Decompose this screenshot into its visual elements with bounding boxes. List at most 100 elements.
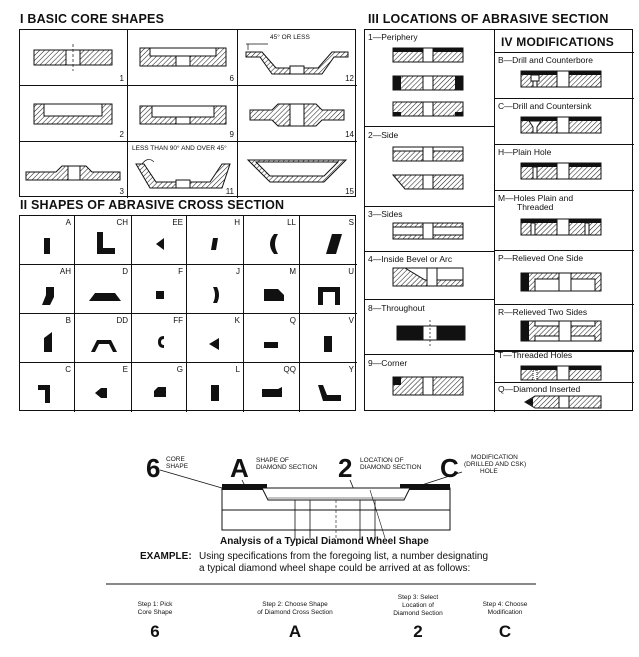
abrasive-shape-cell: D [75, 265, 132, 314]
abrasive-shape-cell: H [187, 216, 244, 265]
abrasive-shape-letter: FF [173, 316, 183, 325]
core-shapes-grid: 1 6 45° OR LESS 12 2 9 [19, 29, 357, 198]
modification-cell [495, 351, 634, 352]
abrasive-shape-letter: F [178, 267, 183, 276]
abrasive-shape-glyph [324, 336, 332, 352]
abrasive-shape-letter: DD [116, 316, 128, 325]
abrasive-shape-cell: B [20, 314, 75, 363]
counterbore-drawing [520, 70, 602, 88]
core-shape-label-1: CORE [166, 456, 185, 463]
abrasive-shape-cell: M [244, 265, 300, 314]
step-2-label: Step 2: Choose Shape of Diamond Cross Se… [257, 601, 333, 616]
abrasive-shape-cell: J [187, 265, 244, 314]
location-cell: 2—Side [365, 127, 495, 207]
section-1-title: I BASIC CORE SHAPES [20, 12, 165, 26]
step-1-label: Step 1: Pick Core Shape [137, 601, 173, 616]
location-code: 2 [338, 453, 353, 483]
abrasive-shape-glyph [44, 332, 52, 352]
abrasive-shape-drawing [270, 234, 278, 254]
core-shape-cell: 45° OR LESS 12 [238, 30, 357, 86]
abrasive-shape-letter: S [348, 218, 354, 227]
abrasive-shape-glyph [318, 287, 340, 305]
abrasive-shape-letter: E [122, 365, 128, 374]
abrasive-shape-glyph [211, 238, 218, 250]
modification-cell: P—Relieved One Side [495, 251, 634, 305]
shape-label-1: SHAPE OF [256, 457, 289, 464]
abrasive-shape-glyph [42, 287, 54, 305]
core-shape-number: 11 [225, 187, 234, 196]
abrasive-shape-cell: QQ [244, 363, 300, 412]
example-label: EXAMPLE: [140, 551, 192, 562]
abrasive-shape-letter: AH [59, 267, 71, 276]
abrasive-shape-letter: CH [116, 218, 128, 227]
abrasive-shape-cell: AH [20, 265, 75, 314]
abrasive-shape-drawing [44, 332, 52, 352]
modification-label: R—Relieved Two Sides [498, 307, 588, 317]
abrasive-shape-glyph [209, 338, 219, 350]
abrasive-shape-drawing [91, 340, 117, 352]
abrasive-shape-cell: S [300, 216, 357, 265]
section-4-title: IV MODIFICATIONS [501, 35, 614, 49]
analysis-caption: Analysis of a Typical Diamond Wheel Shap… [220, 536, 429, 547]
abrasive-shape-letter: M [289, 267, 296, 276]
cross-section-code: A [230, 453, 249, 483]
core-shape-cell: 2 [20, 86, 128, 142]
abrasive-shape-drawing [95, 388, 107, 398]
modification-cell: H—Plain Hole [495, 145, 634, 191]
abrasive-shape-drawing [89, 293, 121, 301]
abrasive-shape-glyph [89, 293, 121, 301]
abrasive-shape-letter: A [65, 218, 71, 227]
modification-label: Q—Diamond Inserted [498, 384, 581, 394]
example-line-1: Using specifications from the foregoing … [199, 551, 489, 562]
abrasive-shape-cell: Y [300, 363, 357, 412]
inside-bevel-drawing [392, 267, 464, 287]
abrasive-shape-letter: K [234, 316, 240, 325]
location-label: 3—Sides [368, 209, 403, 219]
abrasive-shape-glyph [326, 234, 342, 254]
core-shape-number: 15 [345, 187, 354, 196]
abrasive-shape-drawing [209, 338, 219, 350]
divider [495, 52, 634, 53]
abrasive-shape-drawing [324, 336, 332, 352]
modification-label: H—Plain Hole [498, 147, 552, 157]
modification-label: T—Threaded Holes [498, 350, 573, 360]
example-line-2: a typical diamond wheel shape could be a… [199, 563, 471, 574]
plain-hole-drawing [520, 162, 602, 180]
abrasive-shape-letter: V [348, 316, 354, 325]
abrasive-shape-drawing [158, 336, 164, 348]
core-shape-cell: 9 [128, 86, 238, 142]
abrasive-shape-drawing [264, 289, 284, 301]
modification-label-cont: Threaded [517, 202, 554, 212]
step-3-label: Step 3: Select Location of Diamond Secti… [393, 594, 443, 617]
core-shape-number: 12 [345, 74, 354, 83]
abrasive-shape-cell: LL [244, 216, 300, 265]
core-shape-cell: 3 [20, 142, 128, 198]
abrasive-shape-drawing [262, 387, 282, 397]
abrasive-shape-drawing [211, 238, 218, 250]
modification-cell: C—Drill and Countersink [495, 99, 634, 145]
location-label: 8—Throughout [368, 303, 425, 313]
core-shape-number: 3 [119, 187, 124, 196]
location-label: 2—Side [368, 130, 399, 140]
relieved-two-sides-drawing [520, 320, 602, 342]
abrasive-shape-cell: E [75, 363, 132, 412]
abrasive-shape-glyph [264, 342, 278, 348]
throughout-drawing [396, 320, 466, 346]
location-label-2: DIAMOND SECTION [360, 464, 422, 471]
core-shape-label-2: SHAPE [166, 463, 189, 470]
abrasive-shape-glyph [264, 289, 284, 301]
location-cell: 1—Periphery [365, 30, 495, 127]
modification-cell: R—Relieved Two Sides [495, 305, 634, 351]
abrasive-shape-glyph [95, 388, 107, 398]
abrasive-shape-drawing [154, 387, 166, 397]
abrasive-shape-cell: A [20, 216, 75, 265]
countersink-drawing [520, 116, 602, 134]
core-shape-1-drawing [33, 44, 113, 71]
location-cell: 4—Inside Bevel or Arc [365, 252, 495, 300]
core-shape-cell: 15 [238, 142, 357, 198]
step-3-value: 2 [413, 622, 423, 641]
abrasive-shape-glyph [262, 387, 282, 397]
abrasive-shape-letter: LL [287, 218, 296, 227]
